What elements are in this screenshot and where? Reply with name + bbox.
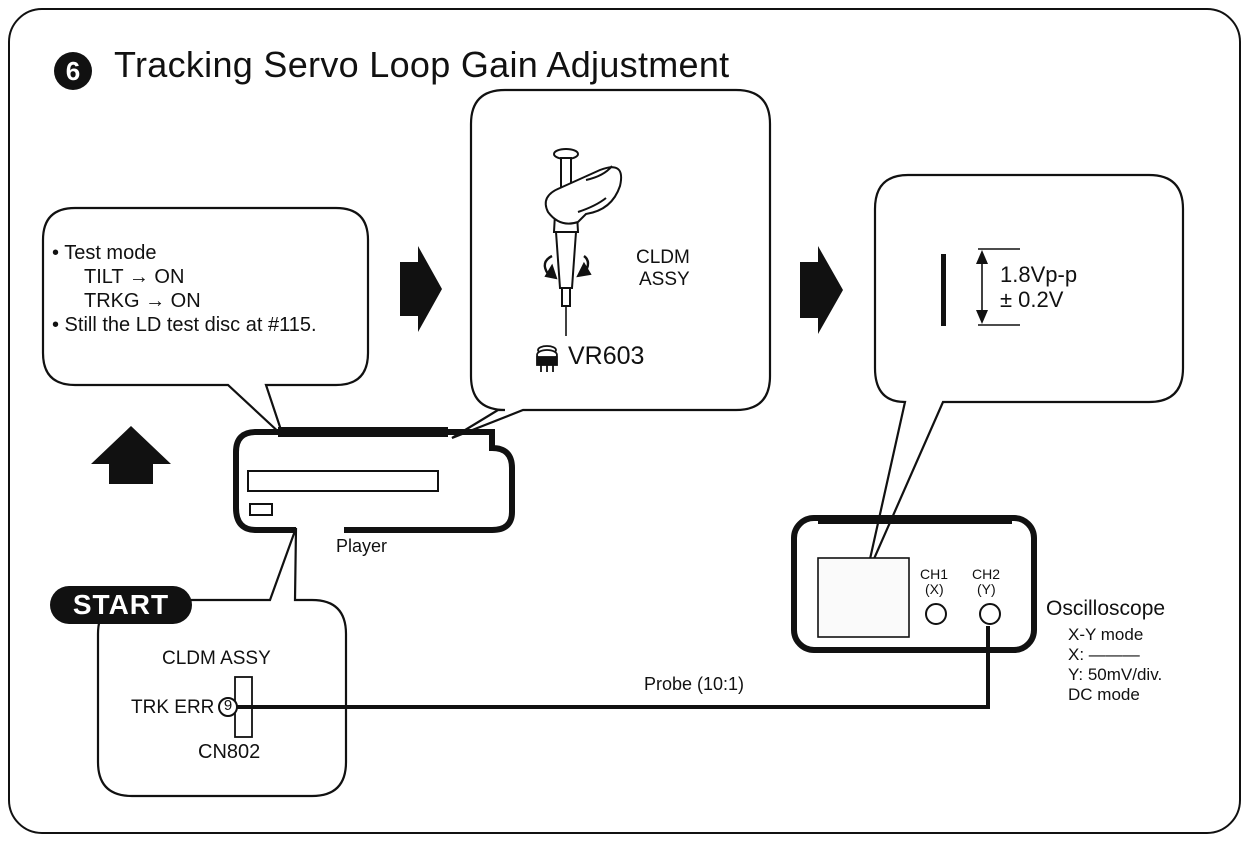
test-mode-line: • Test mode <box>52 242 157 264</box>
amplitude-label: 1.8Vp-p <box>1000 262 1078 287</box>
trk-err-label: TRK ERR <box>131 697 215 718</box>
test-mode-bubble <box>41 206 370 437</box>
ch2-label: CH2 <box>972 566 1001 582</box>
probe-cable <box>237 626 990 709</box>
page-title: Tracking Servo Loop Gain Adjustment <box>114 44 730 85</box>
tolerance-label: ± 0.2V <box>1000 287 1064 312</box>
start-badge: START <box>50 586 192 624</box>
x-setting-label: X: ——— <box>1068 645 1140 664</box>
waveform-trace <box>941 248 1020 326</box>
assy-label: ASSY <box>639 269 690 290</box>
ch1-label: CH1 <box>920 566 949 582</box>
probe-label: Probe (10:1) <box>644 674 745 694</box>
player-device <box>233 427 515 533</box>
cn802-label: CN802 <box>198 741 261 763</box>
ch2-axis-label: (Y) <box>977 581 996 597</box>
flow-arrow-right-1 <box>400 246 442 332</box>
flow-arrow-right-2 <box>800 246 843 334</box>
adjustment-bubble <box>451 88 772 440</box>
oscilloscope-device <box>791 515 1037 653</box>
player-label: Player <box>336 536 388 556</box>
screwdriver-illustration <box>543 148 622 336</box>
tilt-line: TILT → ON <box>84 266 185 288</box>
xy-mode-label: X-Y mode <box>1068 625 1144 644</box>
diagram-frame <box>8 8 1241 834</box>
step-number: 6 <box>54 52 92 90</box>
pin-number: 9 <box>223 697 233 714</box>
trkg-line: TRKG → ON <box>84 290 201 312</box>
potentiometer-icon <box>536 345 558 372</box>
y-setting-label: Y: 50mV/div. <box>1068 665 1163 684</box>
flow-arrow-up <box>91 426 171 484</box>
cldm-label: CLDM <box>636 247 690 268</box>
waveform-bubble <box>864 173 1185 578</box>
dc-mode-label: DC mode <box>1068 685 1140 704</box>
oscilloscope-label: Oscilloscope <box>1046 597 1166 620</box>
test-disc-line: • Still the LD test disc at #115. <box>52 314 317 336</box>
ch1-axis-label: (X) <box>925 581 944 597</box>
cldm-assy-label: CLDM ASSY <box>162 648 271 669</box>
start-bubble <box>96 527 348 798</box>
vr603-label: VR603 <box>568 342 645 370</box>
